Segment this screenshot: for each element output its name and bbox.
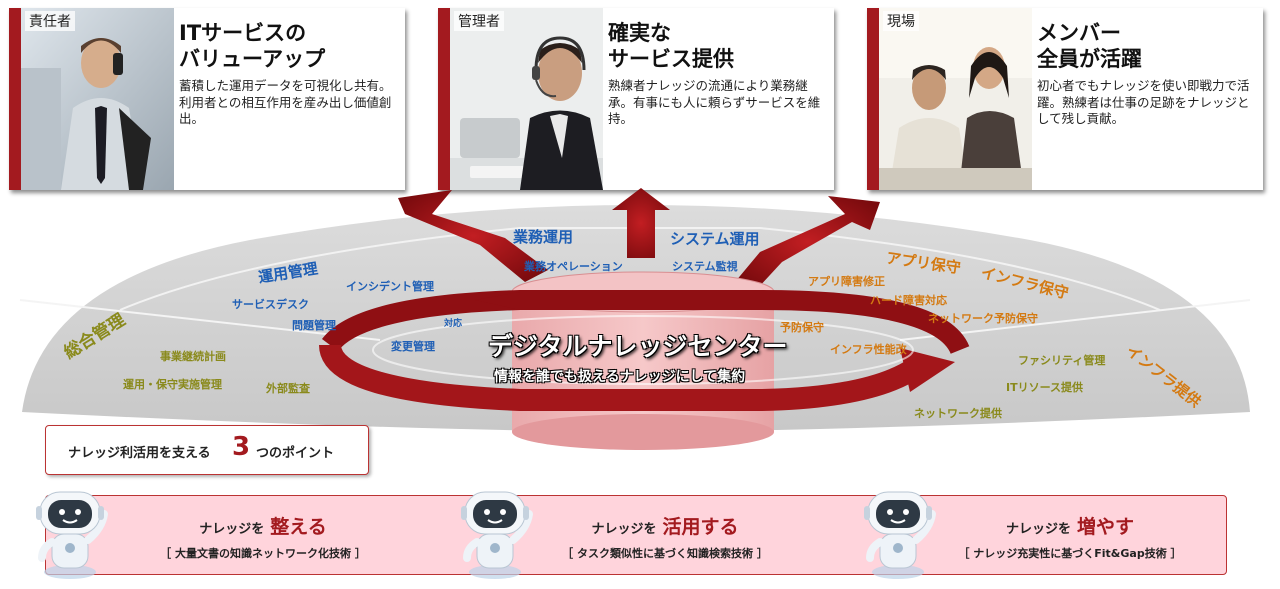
point-pre: ナレッジを [1005, 522, 1071, 537]
points-header-post: つのポイント [256, 446, 335, 461]
item-gyomu-ope: 業務オペレーション [524, 260, 623, 273]
cycle-arrow-tail-head [475, 292, 520, 310]
cycle-arrow-head [900, 348, 955, 392]
card-title-line2: サービス提供 [608, 47, 734, 71]
card-title-line2: バリューアップ [179, 47, 326, 71]
item-facility: ファシリティ管理 [1018, 354, 1106, 367]
card-field: 現場 メンバー 全員が活躍 初心者でもナレッジを使い即戦力で活躍。熟練者は仕事の… [867, 8, 1263, 190]
item-henko: 変更管理 [391, 340, 435, 353]
item-it-resource: ITリソース提供 [1006, 381, 1084, 394]
card-title: 確実な サービス提供 [608, 20, 734, 72]
item-service-desk: サービスデスク [232, 298, 309, 311]
item-taio: 対応 [444, 319, 463, 329]
point-verb: 増やす [1077, 516, 1135, 538]
card-role-label: 現場 [883, 11, 919, 31]
card-title-line2: 全員が活躍 [1037, 47, 1142, 71]
category-system: システム運用 [670, 230, 760, 248]
point-sub: ［ 大量文書の知識ネットワーク化技術 ］ [160, 547, 366, 560]
card-accent-bar [867, 8, 879, 190]
robot-icon [36, 491, 108, 579]
point-increase: ナレッジを増やす ［ ナレッジ充実性に基づくFit&Gap技術 ］ [945, 512, 1195, 561]
database-cylinder-bottom [512, 414, 774, 450]
photo-headset-operator [450, 8, 603, 190]
robot-icon [864, 491, 936, 579]
card-manager: 管理者 確実な サービス提供 熟練者ナレッジの流通により業務継承。有事にも人に頼… [438, 8, 834, 190]
robot-icon [461, 491, 533, 579]
item-jigyo: 事業継続計画 [160, 350, 226, 363]
cycle-arrow-inner [372, 315, 914, 385]
item-unyo-hoshu: 運用・保守実施管理 [123, 378, 222, 391]
card-title-line1: ITサービスの [179, 21, 307, 45]
cycle-arrow-back [322, 290, 970, 355]
item-infra-seino: インフラ性能改 [830, 343, 907, 356]
item-network-teikyo: ネットワーク提供 [914, 407, 1002, 420]
card-description: 蓄積した運用データを可視化し共有。利用者との相互作用を産み出し価値創出。 [179, 78, 392, 126]
arrow-up-center [612, 188, 670, 258]
point-verb: 活用する [662, 516, 739, 538]
points-header-box: ナレッジ利活用を支える 3 つのポイント [45, 425, 369, 475]
card-accent-bar [438, 8, 450, 190]
item-gaibu: 外部監査 [266, 382, 310, 395]
points-header-number: 3 [232, 432, 251, 462]
arrow-up-right [735, 196, 880, 288]
point-sub: ［ タスク類似性に基づく知識検索技術 ］ [562, 547, 768, 560]
card-title-line1: メンバー [1037, 21, 1121, 45]
item-yobo: 予防保守 [780, 321, 824, 334]
fan-divider-left [19, 299, 381, 341]
arrow-up-left [398, 190, 548, 282]
card-description: 初心者でもナレッジを使い即戦力で活躍。熟練者は仕事の足跡をナレッジとして残し貢献… [1037, 78, 1250, 126]
point-pre: ナレッジを [199, 522, 265, 537]
hub-subtitle: 情報を誰でも扱えるナレッジにして集約 [494, 369, 746, 385]
item-mondai: 問題管理 [292, 319, 336, 332]
points-header-pre: ナレッジ利活用を支える [68, 446, 211, 461]
point-sub: ［ ナレッジ充実性に基づくFit&Gap技術 ］ [958, 547, 1182, 560]
photo-businessman [21, 8, 174, 190]
category-gyomu: 業務運用 [513, 228, 574, 246]
item-app-shogai: アプリ障害修正 [808, 275, 885, 288]
card-title: ITサービスの バリューアップ [179, 20, 325, 72]
item-incident: インシデント管理 [346, 280, 434, 293]
card-responsible: 責任者 ITサービスの バリューアップ 蓄積した運用データを可視化し共有。利用者… [9, 8, 405, 190]
card-description: 熟練者ナレッジの流通により業務継承。有事にも人に頼らずサービスを維持。 [608, 78, 821, 126]
point-organize: ナレッジを整える ［ 大量文書の知識ネットワーク化技術 ］ [128, 512, 398, 561]
card-role-label: 責任者 [25, 11, 75, 31]
point-verb: 整える [270, 516, 327, 538]
point-utilize: ナレッジを活用する ［ タスク類似性に基づく知識検索技術 ］ [540, 512, 790, 561]
item-hard-shogai: ハード障害対応 [870, 294, 947, 307]
photo-two-members [879, 8, 1032, 190]
hub-title: デジタルナレッジセンター [488, 332, 788, 361]
point-pre: ナレッジを [591, 522, 657, 537]
item-system-kanshi: システム監視 [672, 260, 738, 273]
item-network-yobo: ネットワーク予防保守 [928, 312, 1038, 325]
card-title: メンバー 全員が活躍 [1037, 20, 1142, 72]
cycle-arrow-front [319, 343, 922, 411]
card-role-label: 管理者 [454, 11, 504, 31]
card-title-line1: 確実な [608, 21, 671, 45]
points-band [45, 495, 1227, 575]
card-accent-bar [9, 8, 21, 190]
